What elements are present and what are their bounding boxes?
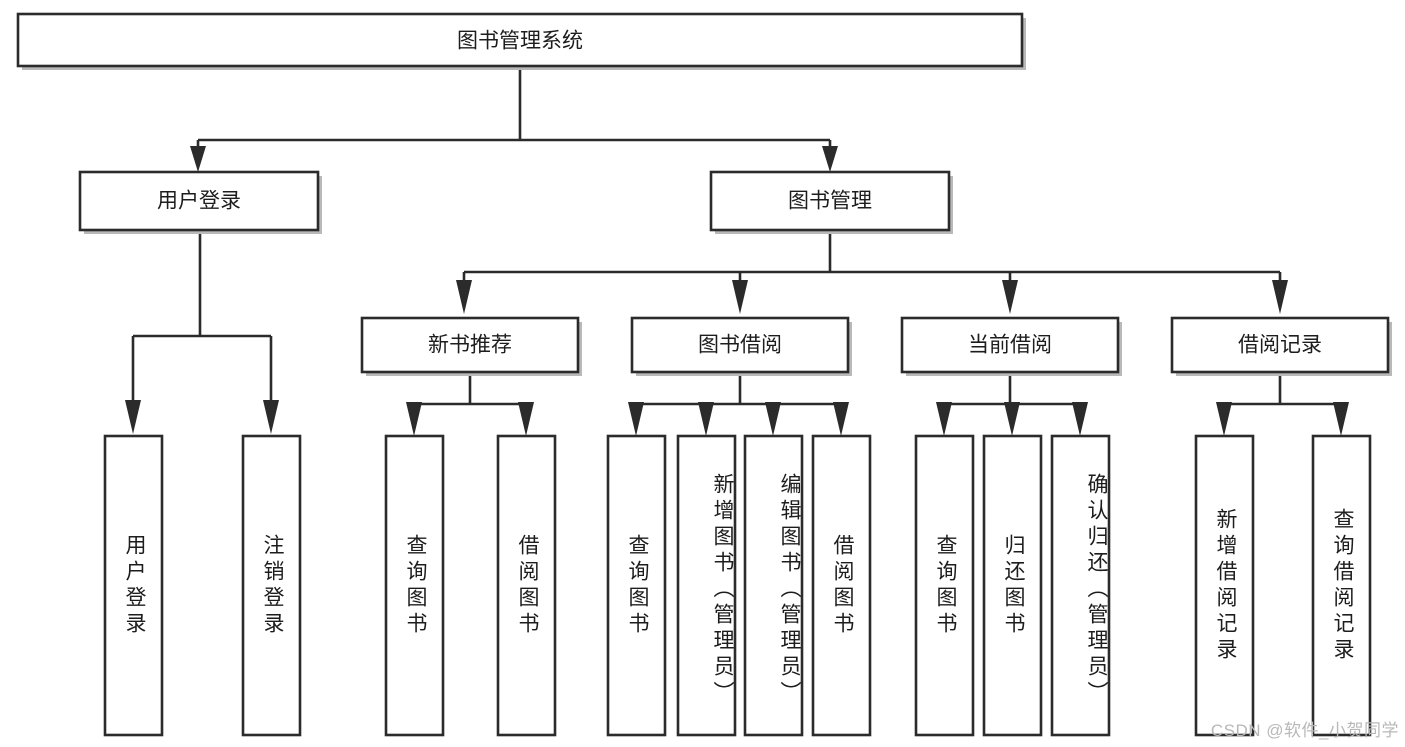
leaf-boxes-book-borrow: [606, 434, 872, 737]
current-borrow-box[interactable]: [900, 316, 1120, 374]
arrowhead-leaf-query-book-2: [628, 402, 644, 436]
leaf-box-add-book[interactable]: [676, 434, 737, 737]
root-label: 图书管理系统: [457, 30, 583, 53]
leaf-box-user-login[interactable]: [103, 434, 164, 737]
leaf-boxes-new-book-recommend: [384, 434, 557, 737]
node-current-borrow[interactable]: 当前借阅: [900, 316, 1122, 376]
connector-group-current-borrow-to-leaves: [936, 372, 1088, 436]
borrow-record-box[interactable]: [1170, 316, 1390, 374]
connector-group-root-to-level2: [190, 66, 838, 172]
connector-group-borrow-record-to-leaves: [1216, 372, 1349, 436]
book-management-box[interactable]: [709, 170, 951, 232]
arrowhead-leaf-query-book-1: [406, 402, 422, 436]
leaf-boxes-borrow-record: [1194, 434, 1372, 737]
borrow-record-label: 借阅记录: [1238, 334, 1322, 357]
arrowhead-leaf-query-book-3: [936, 402, 952, 436]
book-borrow-label: 图书借阅: [698, 334, 782, 357]
arrowhead-to-book-borrow: [732, 280, 748, 314]
node-borrow-record[interactable]: 借阅记录: [1170, 316, 1392, 376]
book-borrow-box[interactable]: [630, 316, 850, 374]
leaf-boxes-user-login: [103, 434, 302, 737]
leaf-box-confirm-return[interactable]: [1050, 434, 1111, 737]
user-login-label: 用户登录: [157, 190, 241, 213]
leaf-box-borrow-book-1[interactable]: [496, 434, 557, 737]
arrowhead-to-new-book: [456, 280, 472, 314]
node-book-management[interactable]: 图书管理: [709, 170, 953, 234]
current-borrow-label: 当前借阅: [968, 334, 1052, 357]
connector-group-user-login-to-leaves: [125, 232, 279, 434]
leaf-box-add-record[interactable]: [1194, 434, 1255, 737]
arrowhead-leaf-logout: [263, 400, 279, 434]
arrowhead-to-current-borrow: [1002, 280, 1018, 314]
leaf-boxes-current-borrow: [914, 434, 1111, 737]
arrowhead-to-borrow-record: [1272, 280, 1288, 314]
new-book-recommend-box[interactable]: [360, 316, 580, 374]
node-new-book-recommend[interactable]: 新书推荐: [360, 316, 582, 376]
leaf-box-query-book-2[interactable]: [606, 434, 667, 737]
new-book-recommend-label: 新书推荐: [428, 334, 512, 357]
leaf-box-query-record[interactable]: [1311, 434, 1372, 737]
arrowhead-leaf-borrow-book-2: [833, 402, 849, 436]
node-root-system[interactable]: 图书管理系统: [16, 12, 1026, 70]
leaf-box-edit-book[interactable]: [743, 434, 804, 737]
leaf-box-query-book-3[interactable]: [914, 434, 975, 737]
arrowhead-leaf-return-book: [1004, 402, 1020, 436]
root-box[interactable]: [16, 12, 1024, 68]
arrowhead-leaf-user-login: [125, 400, 141, 434]
arrowhead-leaf-add-book: [698, 402, 714, 436]
arrowhead-to-user-login: [190, 146, 206, 172]
leaf-box-logout[interactable]: [241, 434, 302, 737]
book-management-label: 图书管理: [788, 190, 872, 213]
arrowhead-leaf-edit-book: [765, 402, 781, 436]
connector-group-new-book-to-leaves: [406, 372, 534, 436]
arrowhead-leaf-confirm-return: [1072, 402, 1088, 436]
user-login-box[interactable]: [78, 170, 320, 232]
arrowhead-to-book-manage: [822, 146, 838, 172]
connector-group-book-borrow-to-leaves: [628, 372, 849, 436]
arrowhead-leaf-query-record: [1333, 402, 1349, 436]
arrowhead-leaf-add-record: [1216, 402, 1232, 436]
csdn-watermark: CSDN @软件_小贺同学: [1210, 721, 1399, 740]
arrowhead-leaf-borrow-book-1: [518, 402, 534, 436]
node-user-login[interactable]: 用户登录: [78, 170, 322, 234]
node-book-borrow[interactable]: 图书借阅: [630, 316, 852, 376]
connector-group-book-manage-to-level3: [456, 232, 1288, 314]
leaf-box-return-book[interactable]: [982, 434, 1043, 737]
leaf-box-borrow-book-2[interactable]: [811, 434, 872, 737]
leaf-box-query-book-1[interactable]: [384, 434, 445, 737]
